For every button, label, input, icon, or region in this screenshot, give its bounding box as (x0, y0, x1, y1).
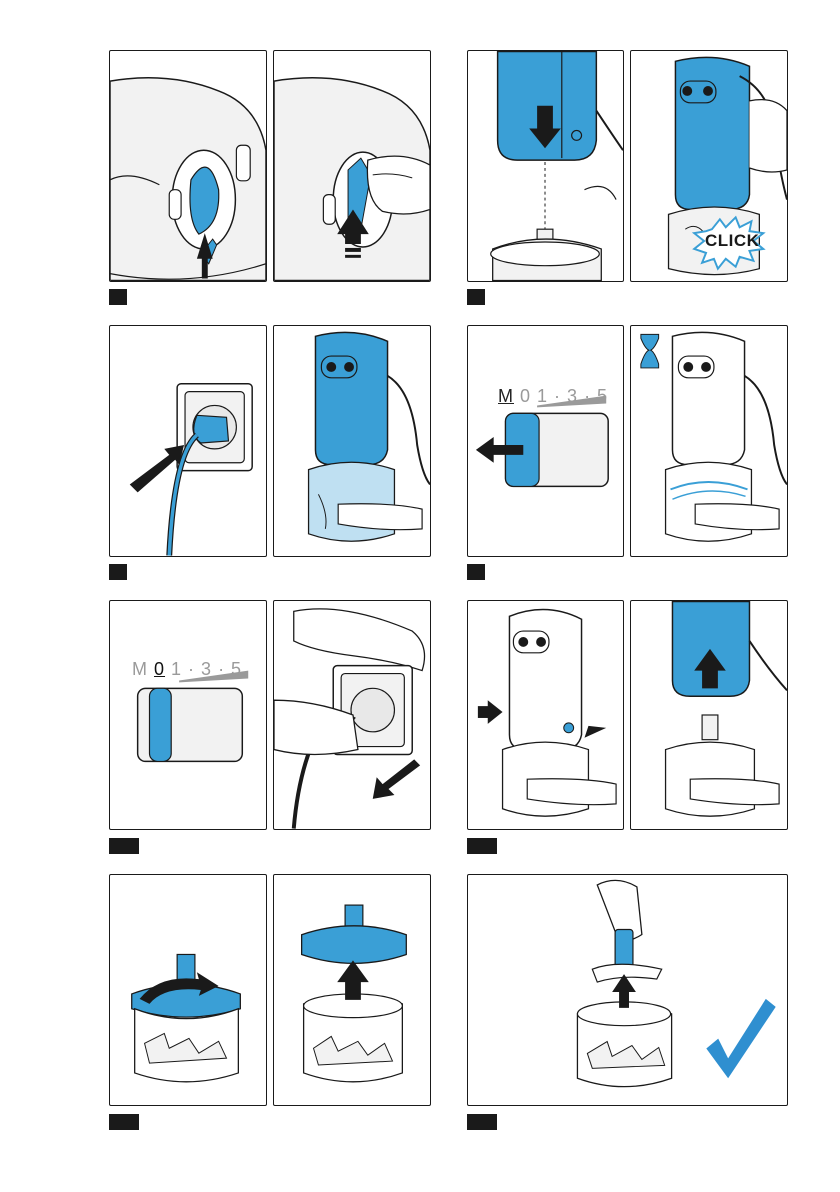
illustration-switch-off: M 0 1 · 3 · 5 (109, 600, 267, 830)
illustration-twist-lid (109, 874, 267, 1106)
unit-running-drawing (631, 326, 787, 556)
arrow-down-icon (468, 51, 623, 281)
step-number-2 (467, 289, 485, 305)
scale-speeds-label: 1 · 3 · 5 (537, 386, 608, 406)
check-icon (468, 875, 787, 1105)
socket-plug-drawing (110, 326, 266, 556)
step-number-7 (109, 1114, 139, 1130)
illustration-unit-ready (273, 325, 431, 557)
illustration-release-button-a (109, 50, 267, 282)
illustration-remove-motor (630, 600, 788, 830)
press-side-buttons-drawing (468, 601, 623, 829)
step-number-4 (467, 564, 485, 580)
assembled-unit-drawing (274, 326, 430, 556)
step-number-5 (109, 838, 139, 854)
illustration-speed-switch: M 0 1 · 3 · 5 (467, 325, 624, 557)
speed-scale: M 0 1 · 3 · 5 (498, 386, 608, 407)
step-number-8 (467, 1114, 497, 1130)
illustration-press-release-buttons (467, 600, 624, 830)
switch-slide-left-drawing (468, 326, 623, 556)
scale-zero-label: 0 (520, 386, 531, 406)
illustration-plug-in (109, 325, 267, 557)
unplug-drawing (274, 601, 430, 829)
switch-zero-drawing (110, 601, 266, 829)
twist-lid-drawing (110, 875, 266, 1105)
step-number-6 (467, 838, 497, 854)
illustration-attach-motor-b: CLICK (630, 50, 788, 282)
illustration-release-button-b (273, 50, 431, 282)
illustration-attach-motor-a (467, 50, 624, 282)
speed-scale: M 0 1 · 3 · 5 (132, 659, 242, 680)
arrow-up-icon (274, 51, 430, 281)
arrow-up-icon (631, 601, 787, 829)
step-number-1 (109, 289, 127, 305)
arrow-up-icon (274, 875, 430, 1105)
illustration-wait (630, 325, 788, 557)
scale-m-label: M (132, 659, 148, 679)
scale-speeds-label: 1 · 3 · 5 (171, 659, 242, 679)
scale-zero-label: 0 (154, 659, 165, 679)
step-number-3 (109, 564, 127, 580)
click-label: CLICK (705, 231, 759, 251)
illustration-remove-blade (467, 874, 788, 1106)
illustration-remove-lid (273, 874, 431, 1106)
arrow-up-icon (110, 51, 266, 281)
scale-m-label: M (498, 386, 514, 406)
illustration-unplug (273, 600, 431, 830)
